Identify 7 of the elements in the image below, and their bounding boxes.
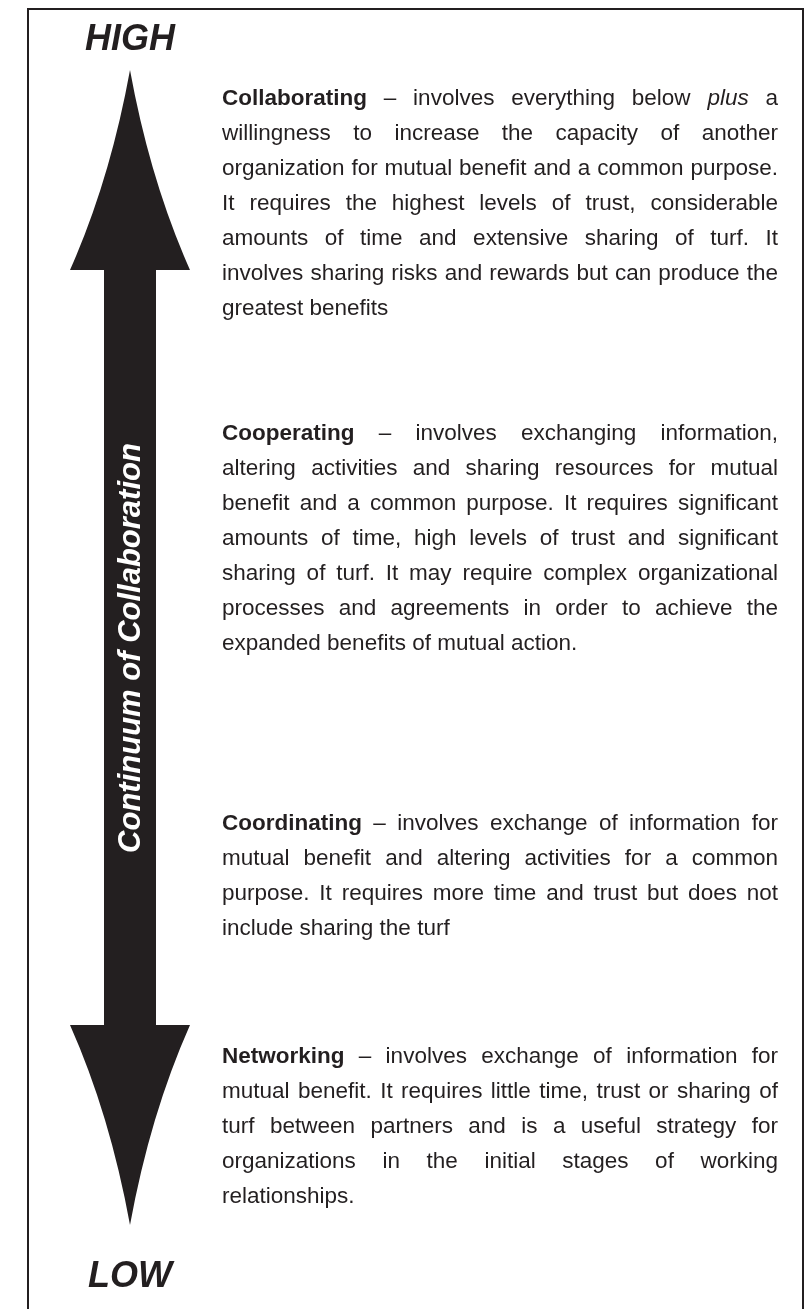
description-paragraph: Coordinating – involves exchange of information for mutual benefit and altering activities for a common purpose. It requires more time and trust but does not include sharing the turf [222,809,778,942]
description-paragraph: Cooperating – involves exchanging information, altering activities and sharing resources for mutual benefit and a common purpose. It requires significant amounts of time, high levels of trust and significant sharing of turf. It may require complex organizational processes and agreements in order to achieve the expanded benefits of mutual action. [222,419,778,657]
scale-end-label: HIGH [70,18,190,58]
description-paragraph: Networking – involves exchange of information for mutual benefit. It requires little time, trust or sharing of turf between partners and is a useful strategy for organizations in the initial stages of working relationships. [222,1042,778,1210]
scale-end-label: LOW [70,1255,190,1295]
edge-label: Continuum of Collaboration [112,442,148,853]
description-paragraph: Collaborating – involves everything below plus a willingness to increase the capacity of another organization for mutual benefit and a common purpose. It requires the highest levels of trust, considerable amounts of time and extensive sharing of turf. It involves sharing risks and rewards but can produce the greatest benefits [222,84,778,322]
